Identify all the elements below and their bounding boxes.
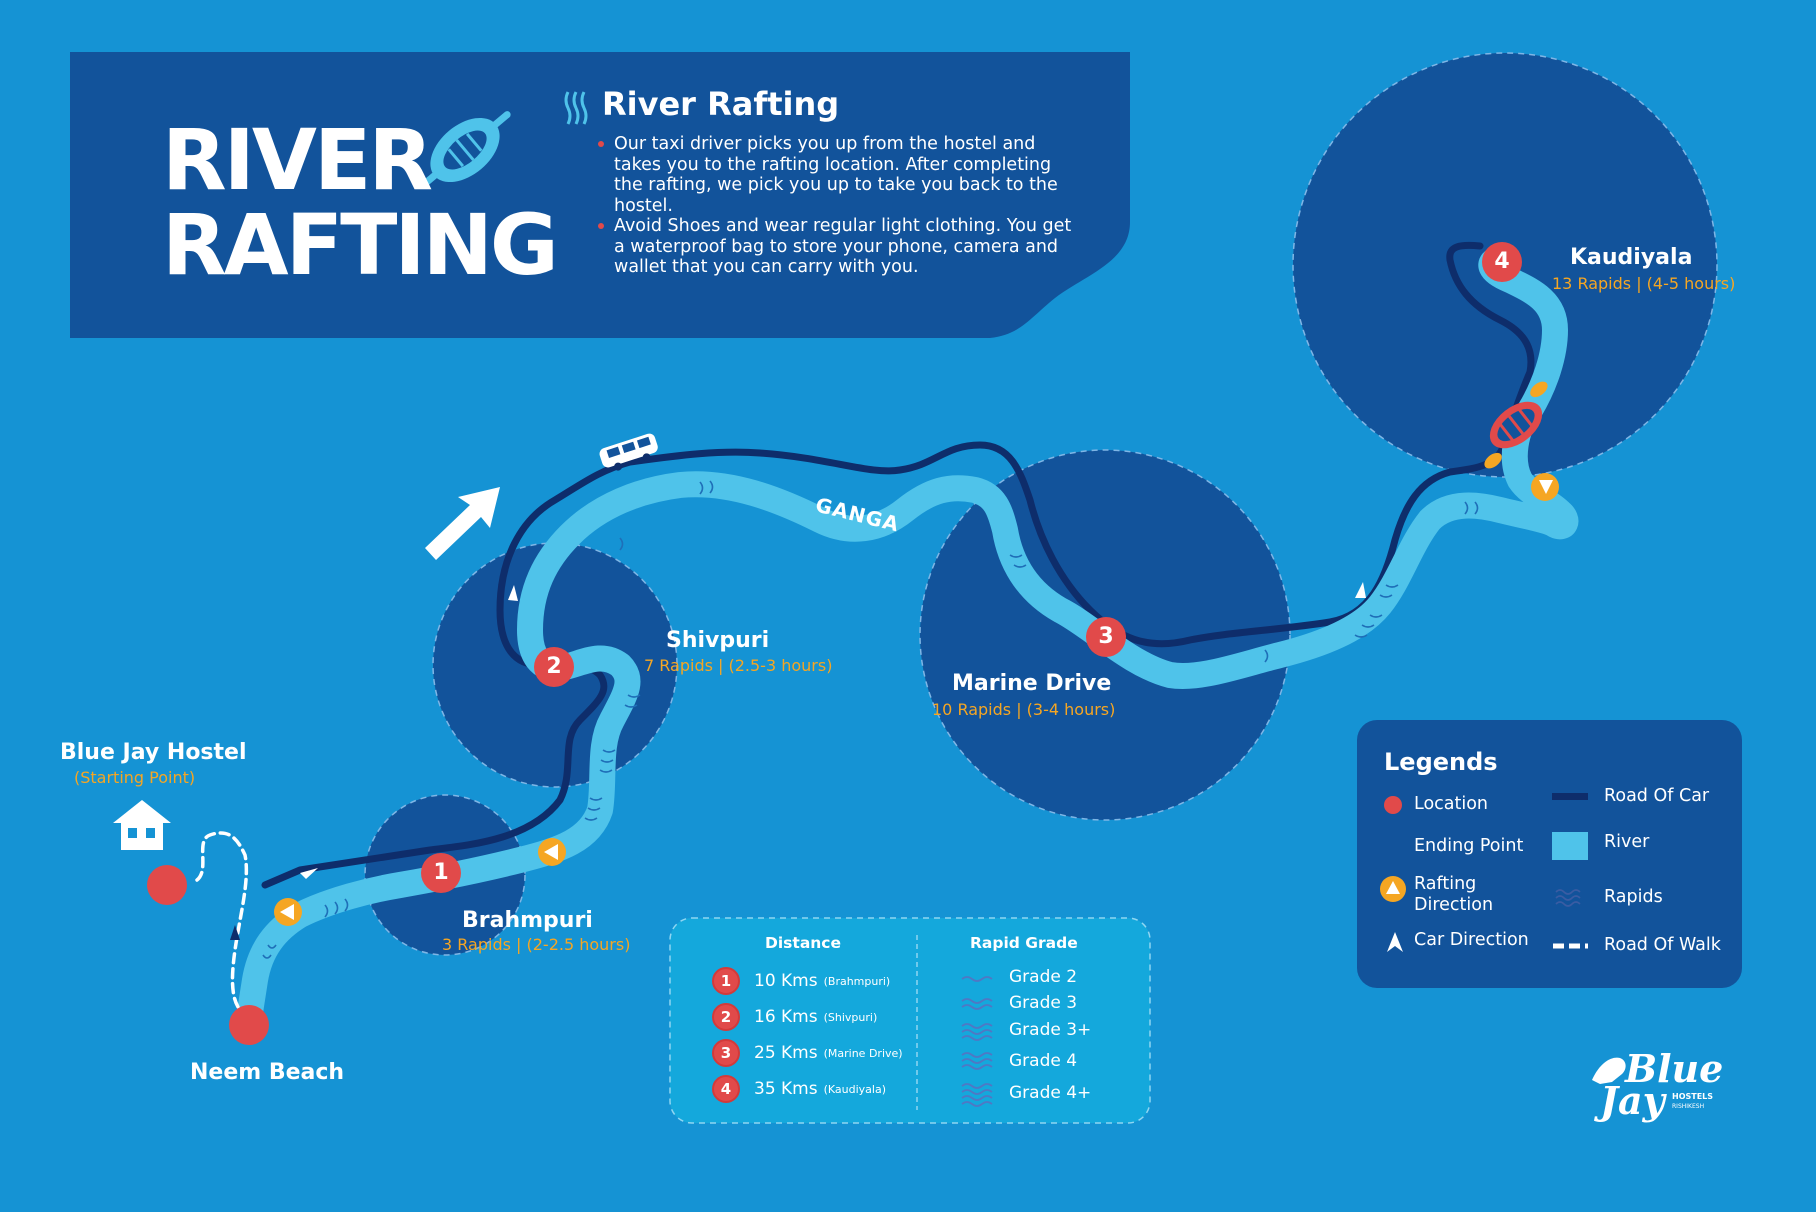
distance-header: Distance <box>765 934 842 952</box>
kaudiyala-name: Kaudiyala <box>1570 245 1693 270</box>
hostel-name: Blue Jay Hostel <box>60 740 247 765</box>
legend-panel <box>1357 720 1742 988</box>
info-point: Our taxi driver picks you up from the ho… <box>598 134 1072 216</box>
stop-number-4: 4 <box>1494 249 1510 274</box>
car-direction-arrow-icon <box>1355 582 1366 598</box>
logo-word-blue: Blue <box>1625 1046 1724 1091</box>
rapid-marks <box>262 480 1479 959</box>
stop-pin-1 <box>421 853 461 893</box>
page-title-line2: RAFTING <box>162 196 559 294</box>
shivpuri-info: 7 Rapids | (2.5-3 hours) <box>644 656 833 675</box>
brahmpuri-name: Brahmpuri <box>462 908 593 933</box>
distance-badge: 2 <box>712 1003 740 1031</box>
legend-road-of-car-label: Road Of Car <box>1604 786 1710 806</box>
legend-rafting-direction-label: Rafting Direction <box>1414 874 1493 916</box>
stop-number-2: 2 <box>546 654 562 679</box>
legend-rafting-direction-line1: Rafting <box>1414 874 1477 894</box>
stop-number-3: 3 <box>1098 624 1114 649</box>
distance-place: (Brahmpuri) <box>823 974 891 988</box>
distance-value: 16 Kms <box>754 1007 818 1027</box>
river-path <box>235 245 1579 1038</box>
stop-pin-3 <box>1086 617 1126 657</box>
stop-pin-2 <box>534 647 574 687</box>
grade-label: Grade 4+ <box>1009 1083 1092 1103</box>
logo-word-jay: Jay <box>1600 1078 1665 1123</box>
house-icon <box>113 800 171 850</box>
rafting-direction-icon <box>274 898 302 926</box>
distance-badge: 4 <box>712 1075 740 1103</box>
info-point: Avoid Shoes and wear regular light cloth… <box>598 216 1072 278</box>
legend-river-label: River <box>1604 832 1650 852</box>
page-title-line1: RIVER <box>162 111 433 209</box>
shivpuri-name: Shivpuri <box>666 628 770 653</box>
legend-location-label: Location <box>1414 794 1489 814</box>
legend-rafting-direction-line2: Direction <box>1414 895 1494 915</box>
stop-number-1: 1 <box>433 860 449 885</box>
legend-rapids-label: Rapids <box>1604 887 1663 907</box>
raft-paddle-icon <box>419 111 511 189</box>
rafting-direction-icon <box>538 838 566 866</box>
logo-bird-icon <box>1592 1057 1626 1084</box>
grade-label: Grade 2 <box>1009 967 1078 987</box>
logo-sub: RISHIKESH <box>1672 1103 1705 1110</box>
neem-beach-name: Neem Beach <box>190 1060 345 1085</box>
legend-title: Legends <box>1384 748 1498 776</box>
distance-row: 1 10 Kms (Brahmpuri) <box>712 966 890 996</box>
distance-badge: 3 <box>712 1039 740 1067</box>
legend-road-of-walk-label: Road Of Walk <box>1604 935 1721 955</box>
legend-road-of-car-icon <box>1552 793 1588 800</box>
raft-icon <box>1484 381 1548 469</box>
distance-place: (Shivpuri) <box>823 1010 878 1024</box>
distance-row: 4 35 Kms (Kaudiyala) <box>712 1074 886 1104</box>
car-direction-arrow-icon <box>230 925 240 940</box>
grade-icons <box>961 976 993 1107</box>
distance-value: 10 Kms <box>754 971 818 991</box>
car-direction-arrow-icon <box>508 585 518 601</box>
distance-value: 25 Kms <box>754 1043 818 1063</box>
grade-label: Grade 3+ <box>1009 1020 1092 1040</box>
logo-tag: HOSTELS <box>1672 1092 1714 1101</box>
distance-row: 2 16 Kms (Shivpuri) <box>712 1002 877 1032</box>
car-direction-arrow-icon <box>300 868 318 879</box>
legend-rafting-direction-icon <box>1380 876 1406 902</box>
distance-place: (Marine Drive) <box>823 1046 903 1060</box>
hostel-pin <box>147 865 187 905</box>
header-panel <box>70 52 1130 338</box>
marine-drive-info: 10 Rapids | (3-4 hours) <box>932 700 1116 719</box>
marine-drive-name: Marine Drive <box>952 671 1112 696</box>
stop-pin-4 <box>1482 242 1522 282</box>
distance-panel <box>669 917 1151 1124</box>
info-title: River Rafting <box>602 85 840 123</box>
legend-rapids-icon <box>1555 889 1581 907</box>
brahmpuri-info: 3 Rapids | (2-2.5 hours) <box>442 935 631 954</box>
grade-label: Grade 4 <box>1009 1051 1078 1071</box>
distance-row: 3 25 Kms (Marine Drive) <box>712 1038 903 1068</box>
legend-location-icon <box>1384 796 1402 814</box>
direction-arrow-icon <box>425 487 500 560</box>
rapid-grade-header: Rapid Grade <box>970 934 1078 952</box>
neem-beach-pin <box>229 1005 269 1045</box>
legend-car-direction-icon <box>1387 932 1403 952</box>
kaudiyala-info: 13 Rapids | (4-5 hours) <box>1552 274 1736 293</box>
distance-value: 35 Kms <box>754 1079 818 1099</box>
legend-river-icon <box>1552 832 1588 860</box>
info-list: Our taxi driver picks you up from the ho… <box>592 134 1072 278</box>
distance-place: (Kaudiyala) <box>823 1082 887 1096</box>
distance-badge: 1 <box>712 967 740 995</box>
grade-label: Grade 3 <box>1009 993 1078 1013</box>
legend-car-direction-label: Car Direction <box>1414 930 1529 950</box>
car-icon <box>599 433 658 471</box>
hostel-note: (Starting Point) <box>74 768 196 787</box>
legend-ending-point-label: Ending Point <box>1414 836 1524 856</box>
wave-icon <box>564 91 588 125</box>
walk-road <box>195 831 249 1017</box>
rafting-direction-icon <box>1531 473 1559 501</box>
